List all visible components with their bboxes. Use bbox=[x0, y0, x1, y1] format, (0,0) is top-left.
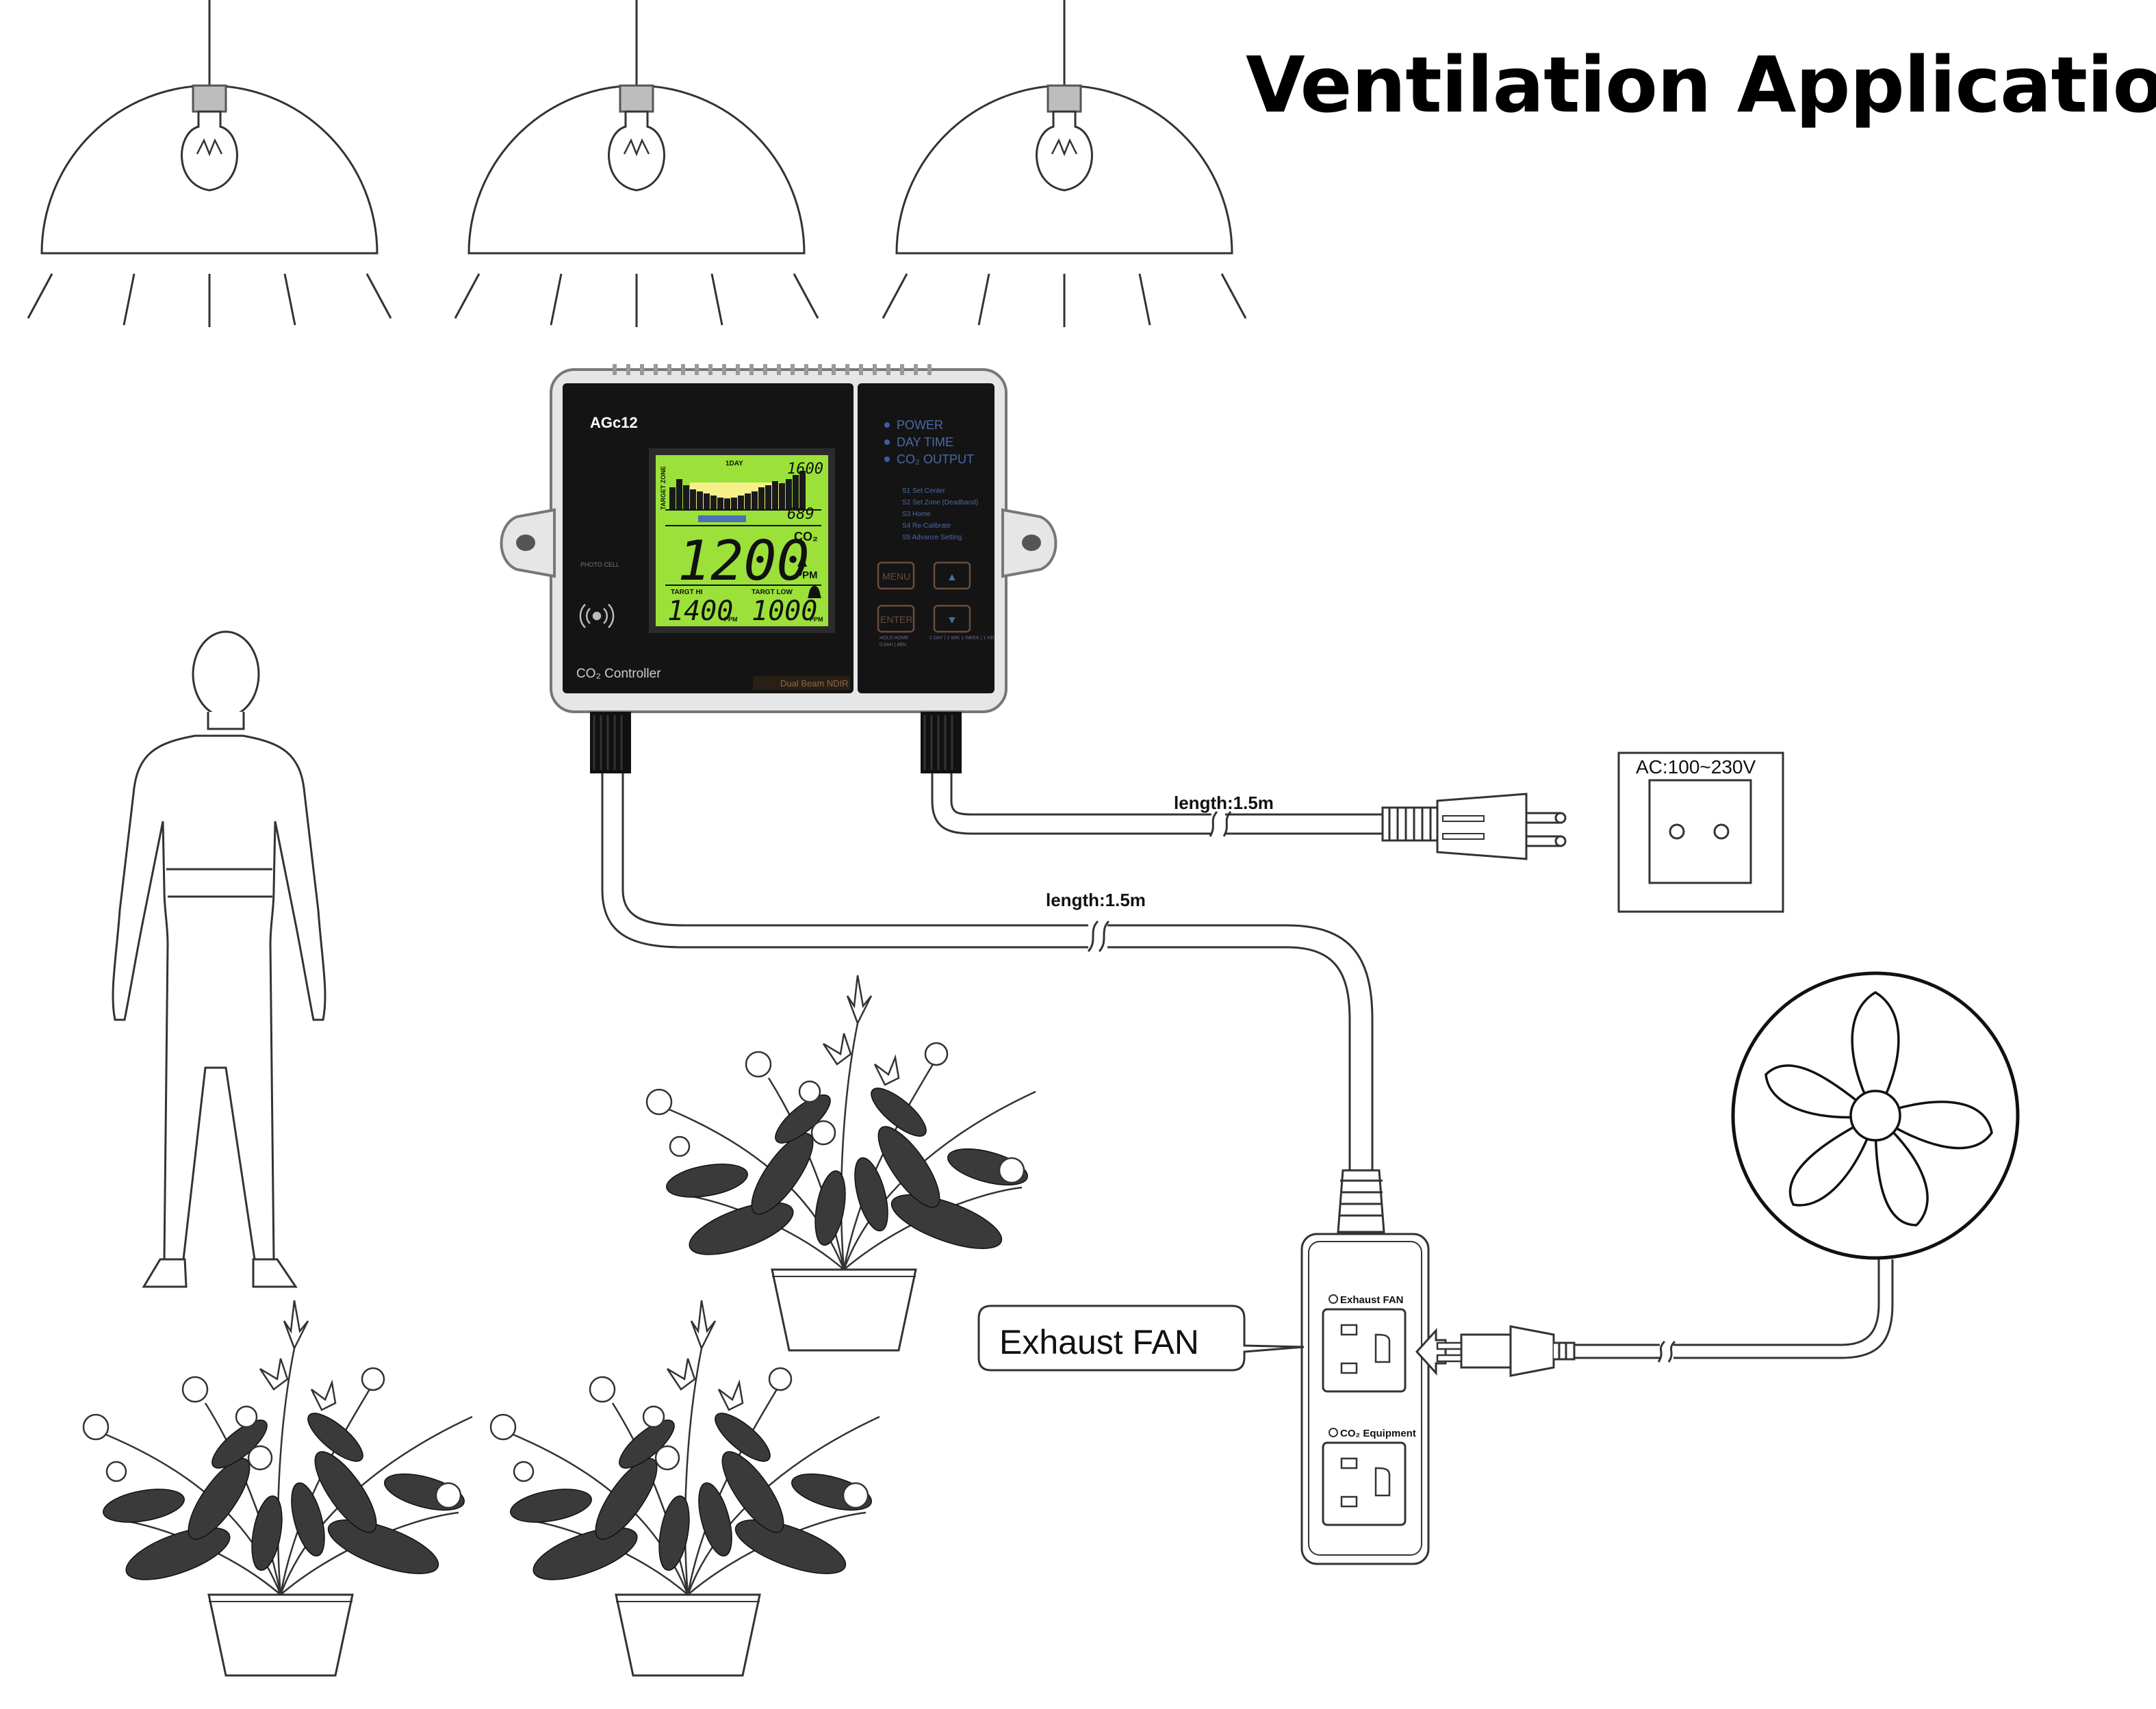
indicator-daytime: DAY TIME bbox=[897, 435, 953, 449]
photocell-label: PHOTO CELL bbox=[580, 561, 619, 568]
socket-exhaust-fan[interactable] bbox=[1322, 1308, 1407, 1393]
lcd-target-hi: 1400 bbox=[667, 595, 733, 627]
lcd-unit-co2: CO₂ bbox=[794, 530, 818, 543]
lcd-target-low-ppm: PPM bbox=[810, 616, 823, 623]
lcd-bar bbox=[697, 491, 703, 510]
fan-plug bbox=[1415, 1325, 1576, 1377]
indicator-co2-output: CO₂ OUTPUT bbox=[897, 452, 974, 466]
lcd-side-caption: TARGET ZONE bbox=[660, 466, 667, 510]
lcd-bar bbox=[690, 489, 696, 510]
wifi-icon bbox=[579, 604, 615, 628]
exhaust-fan-icon bbox=[1731, 971, 2020, 1260]
lcd-bell-icon bbox=[808, 586, 821, 598]
lcd-bar bbox=[772, 481, 778, 510]
lcd-mid-value: 689 bbox=[787, 506, 814, 523]
cable-gland-right bbox=[921, 712, 962, 773]
lcd-target-low-label: TARGT LOW bbox=[752, 589, 793, 596]
lcd-target-hi-ppm: PPM bbox=[724, 616, 738, 623]
lcd-bar bbox=[738, 496, 744, 510]
co2-controller: AGc12 PHOTO CELL CO₂ Controller Dual Bea… bbox=[500, 364, 1057, 773]
wall-outlet bbox=[1617, 751, 1784, 913]
lcd-unit-ppm: PPM bbox=[795, 569, 818, 581]
lcd-bar bbox=[793, 475, 799, 510]
lcd-bar bbox=[758, 487, 765, 510]
socket-co2-label: CO₂ Equipment bbox=[1340, 1428, 1416, 1439]
lcd-bar bbox=[752, 491, 758, 510]
down-button[interactable]: ▼ bbox=[933, 604, 971, 633]
lcd-target-hi-label: TARGT HI bbox=[671, 589, 703, 596]
cable-gland-left bbox=[590, 712, 631, 773]
lamp-2 bbox=[454, 0, 819, 329]
lcd-top-value: 1600 bbox=[787, 461, 823, 478]
plug-icon bbox=[1381, 793, 1567, 860]
lcd-bar bbox=[704, 493, 710, 510]
menu-step-2: S2 Set Zone (Deadband) bbox=[902, 499, 978, 506]
lcd-up-arrow-icon bbox=[797, 556, 807, 567]
power-cable-length: length:1.5m bbox=[1174, 793, 1274, 813]
hold-home-label: HOLD HOME bbox=[880, 636, 909, 641]
power-strip: Exhaust FAN CO₂ Equipment bbox=[1300, 1169, 1430, 1565]
lcd-header: 1DAY bbox=[726, 460, 743, 467]
enter-button[interactable]: ENTER bbox=[877, 604, 915, 633]
svg-text:▲: ▲ bbox=[947, 571, 958, 583]
lcd-bar bbox=[786, 479, 792, 510]
lcd-bar bbox=[765, 485, 771, 510]
controller-bottom-label: CO₂ Controller bbox=[576, 667, 661, 681]
svg-text:MENU: MENU bbox=[882, 571, 910, 582]
lcd-bar bbox=[710, 496, 717, 510]
indicator-list: POWER DAY TIME CO₂ OUTPUT bbox=[884, 418, 974, 466]
svg-text:▼: ▼ bbox=[947, 615, 958, 626]
lcd-main-value: 1200 bbox=[678, 529, 810, 593]
lcd-bar bbox=[745, 493, 751, 510]
svg-text:ENTER: ENTER bbox=[880, 614, 912, 625]
menu-steps: S1 Set Center S2 Set Zone (Deadband) S3 … bbox=[902, 487, 978, 541]
socket-exhaust-label: Exhaust FAN bbox=[1340, 1294, 1404, 1306]
lcd-bar bbox=[779, 483, 785, 510]
page-title: Ventilation Application bbox=[1246, 41, 2156, 130]
plant-1 bbox=[645, 974, 1037, 1352]
plant-2 bbox=[82, 1299, 474, 1677]
fan-cable bbox=[1574, 1259, 1894, 1363]
lcd-bar bbox=[799, 471, 806, 510]
lamp-1 bbox=[27, 0, 392, 329]
menu-button[interactable]: MENU bbox=[877, 561, 915, 590]
lcd-bar bbox=[717, 498, 723, 510]
output-cable-length: length:1.5m bbox=[1046, 890, 1146, 910]
scale-left-label: 0.5AH | 4BN bbox=[880, 643, 906, 647]
output-cable bbox=[601, 773, 1374, 1170]
lcd-bar bbox=[669, 487, 676, 510]
outlet-voltage-label: AC:100~230V bbox=[1636, 756, 1756, 778]
menu-step-3: S3 Home bbox=[902, 511, 931, 518]
scale-right-label: 1 DAY | 1 WIK 1 WEEK | 1 HR bbox=[929, 636, 994, 641]
indicator-power: POWER bbox=[897, 418, 943, 432]
lcd-bar bbox=[731, 498, 737, 510]
power-cable bbox=[931, 773, 1389, 837]
sensor-label: Dual Beam NDIR bbox=[780, 678, 849, 689]
exhaust-fan-callout: Exhaust FAN bbox=[977, 1305, 1305, 1372]
lamp-3 bbox=[882, 0, 1247, 329]
menu-step-1: S1 Set Center bbox=[902, 487, 945, 495]
lcd-display: 1DAY 1600 TARGET ZONE 689 1200 CO₂ PPM T… bbox=[649, 448, 835, 633]
menu-step-5: S5 Advance Setting bbox=[902, 534, 962, 541]
callout-label: Exhaust FAN bbox=[999, 1323, 1199, 1361]
menu-step-4: S4 Re-Calibrate bbox=[902, 522, 951, 530]
lcd-bar bbox=[676, 479, 682, 510]
controller-brand: AGc12 bbox=[590, 414, 638, 431]
lcd-bar bbox=[683, 485, 689, 510]
socket-co2-equipment[interactable] bbox=[1322, 1441, 1407, 1526]
up-button[interactable]: ▲ bbox=[933, 561, 971, 590]
plant-3 bbox=[489, 1299, 881, 1677]
lcd-bar-graph bbox=[669, 471, 806, 510]
person-figure bbox=[112, 630, 326, 1288]
lcd-bar bbox=[724, 498, 730, 510]
lcd-target-low: 1000 bbox=[752, 595, 817, 627]
